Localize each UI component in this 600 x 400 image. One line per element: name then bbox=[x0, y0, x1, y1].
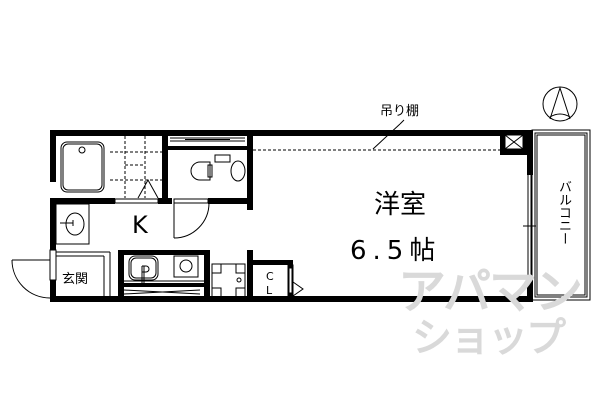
toilet-icon bbox=[190, 154, 246, 182]
washbasin-icon bbox=[55, 203, 90, 245]
western-room-label: 洋室 bbox=[374, 190, 427, 220]
washing-machine-icon bbox=[211, 263, 246, 298]
outer-walls bbox=[50, 130, 533, 302]
compass-icon bbox=[542, 86, 578, 122]
closet-label-l: L bbox=[266, 284, 273, 297]
watermark-line2: ショップ bbox=[412, 315, 566, 361]
western-room-size: 6.5帖 bbox=[350, 236, 442, 266]
closet bbox=[287, 264, 304, 297]
kitchen-label: K bbox=[132, 211, 148, 239]
kitchen-sink-icon bbox=[124, 255, 204, 283]
stove-icon bbox=[173, 255, 199, 278]
balcony bbox=[531, 129, 591, 301]
watermark-line1: アパマン bbox=[398, 264, 583, 320]
bathtub-icon bbox=[60, 141, 105, 193]
entrance-area bbox=[11, 249, 111, 299]
entrance-label: 玄関 bbox=[62, 272, 89, 287]
balcony-label: バルコニー bbox=[556, 180, 571, 245]
closet-label-c: C bbox=[266, 270, 274, 283]
hanging-shelf-label: 吊り棚 bbox=[380, 104, 420, 119]
interior-walls bbox=[50, 130, 293, 302]
